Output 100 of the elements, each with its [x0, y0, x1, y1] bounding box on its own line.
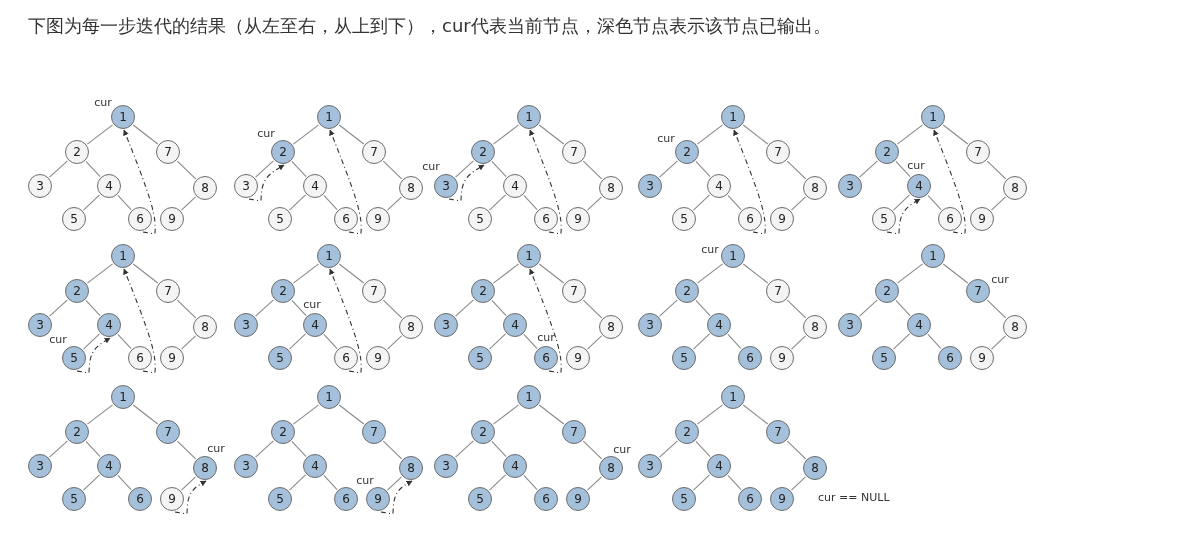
- tree-link: [117, 194, 132, 211]
- tree-node: 1: [721, 244, 745, 268]
- tree-node: 6: [738, 346, 762, 370]
- tree-node: 9: [970, 207, 994, 231]
- pointer-label: cur: [356, 475, 374, 487]
- tree-node: 1: [921, 244, 945, 268]
- tree-node: 1: [317, 385, 341, 409]
- tree-link: [895, 299, 911, 317]
- tree-node: 5: [872, 346, 896, 370]
- tree-link: [255, 440, 274, 458]
- tree-link: [538, 263, 565, 284]
- tree-node: 7: [562, 420, 586, 444]
- tree-link: [488, 194, 507, 211]
- tree-link: [338, 404, 365, 425]
- tree-node: 5: [672, 346, 696, 370]
- tree-node: 8: [803, 176, 827, 200]
- tree-link: [990, 196, 1007, 211]
- tree-node: 7: [362, 420, 386, 444]
- tree-node: 2: [65, 279, 89, 303]
- thread-arrow: [448, 164, 485, 202]
- thread-arrow: [248, 164, 285, 202]
- pointer-label: cur: [701, 244, 719, 256]
- thread-arrow: [933, 129, 966, 235]
- tree-link: [727, 194, 742, 211]
- tree-link: [323, 474, 338, 491]
- tree-link: [790, 476, 807, 491]
- tree-node: 3: [838, 174, 862, 198]
- tree-node: 2: [471, 279, 495, 303]
- tree-node: 5: [672, 207, 696, 231]
- tree-node: 1: [721, 105, 745, 129]
- tree-link: [790, 196, 807, 211]
- tree-link: [488, 333, 507, 350]
- tree-link: [382, 440, 403, 460]
- tree-link: [255, 299, 274, 317]
- tree-link: [291, 440, 307, 458]
- tree-link: [291, 299, 307, 317]
- tree-node: 9: [770, 346, 794, 370]
- tree-node: 2: [471, 140, 495, 164]
- tree-link: [49, 440, 68, 458]
- tree-node: 4: [907, 174, 931, 198]
- tree-node: 1: [517, 385, 541, 409]
- tree-node: 7: [966, 140, 990, 164]
- tree-node: 7: [156, 420, 180, 444]
- tree-link: [990, 335, 1007, 350]
- tree-link: [180, 335, 197, 350]
- tree-link: [82, 194, 101, 211]
- tree-node: 6: [534, 487, 558, 511]
- tree-node: 3: [638, 174, 662, 198]
- tree-link: [492, 404, 520, 425]
- tree-link: [86, 263, 114, 284]
- tree-node: 9: [160, 346, 184, 370]
- tree-link: [986, 299, 1007, 319]
- tree-link: [892, 333, 911, 350]
- tree-node: 9: [160, 487, 184, 511]
- tree-link: [659, 160, 678, 178]
- tree-link: [786, 160, 807, 180]
- tree-link: [742, 263, 769, 284]
- tree-node: 9: [366, 346, 390, 370]
- tree-link: [696, 124, 724, 145]
- tree-link: [786, 299, 807, 319]
- tree-node: 6: [534, 346, 558, 370]
- tree-node: 8: [399, 456, 423, 480]
- tree-node: 3: [434, 313, 458, 337]
- tree-link: [582, 440, 603, 460]
- tree-link: [132, 404, 159, 425]
- tree-link: [176, 160, 197, 180]
- tree-node: 6: [128, 346, 152, 370]
- tree-link: [338, 124, 365, 145]
- tree-link: [582, 160, 603, 180]
- tree-node: 2: [875, 279, 899, 303]
- tree-link: [82, 333, 101, 350]
- tree-link: [288, 333, 307, 350]
- tree-node: 8: [399, 176, 423, 200]
- tree-node: 6: [128, 487, 152, 511]
- tree-node: 2: [65, 420, 89, 444]
- tree-node: 5: [62, 346, 86, 370]
- tree-link: [132, 263, 159, 284]
- tree-node: 5: [268, 346, 292, 370]
- tree-node: 1: [111, 244, 135, 268]
- tree-link: [382, 299, 403, 319]
- tree-link: [292, 124, 320, 145]
- tree-link: [85, 299, 101, 317]
- tree-node: 4: [707, 454, 731, 478]
- tree-node: 9: [366, 487, 390, 511]
- tree-link: [859, 160, 878, 178]
- tree-node: 3: [28, 313, 52, 337]
- tree-link: [695, 440, 711, 458]
- tree-node: 9: [160, 207, 184, 231]
- tree-node: 6: [334, 346, 358, 370]
- tree-node: 4: [707, 174, 731, 198]
- tree-node: 8: [193, 315, 217, 339]
- tree-link: [288, 474, 307, 491]
- tree-link: [659, 299, 678, 317]
- tree-link: [927, 194, 942, 211]
- tree-node: 7: [766, 420, 790, 444]
- tree-node: 8: [599, 315, 623, 339]
- tree-node: 2: [65, 140, 89, 164]
- tree-node: 8: [803, 456, 827, 480]
- tree-link: [386, 476, 403, 491]
- tree-link: [695, 160, 711, 178]
